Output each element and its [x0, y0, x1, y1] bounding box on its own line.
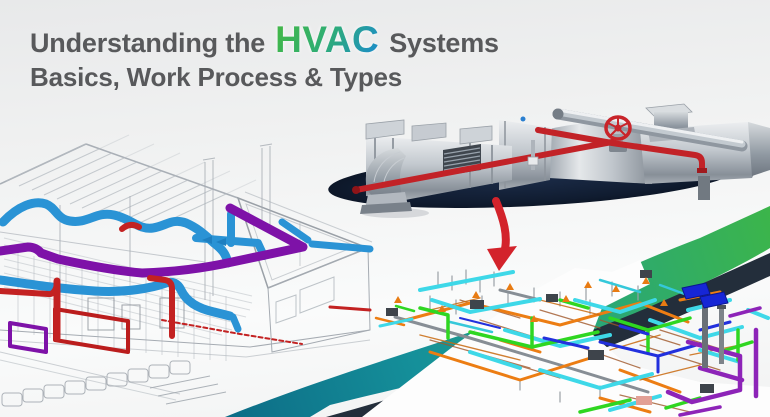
diffuser [202, 236, 212, 244]
window-frame [275, 294, 297, 324]
bim-piping-model [374, 269, 770, 417]
duct-blue-gable [278, 218, 312, 244]
duct-purple-loop [8, 321, 48, 354]
orange-cones [394, 277, 668, 322]
duct-red-riser2 [147, 275, 175, 339]
middle-duct [499, 120, 552, 190]
duct-equipment-render [328, 103, 770, 218]
red-curved-arrow [487, 197, 517, 271]
title-suffix: Systems [389, 28, 499, 58]
duct-red-dashed [161, 319, 303, 345]
title-line-2: Basics, Work Process & Types [30, 62, 403, 92]
horizontal-pipe [552, 108, 748, 152]
duct-red-feed [0, 281, 60, 298]
title-prefix: Understanding the [30, 28, 266, 58]
arrow-shaft [492, 197, 510, 257]
title-hvac-highlight: HVAC [275, 19, 380, 60]
duct-red-elbow [119, 221, 142, 232]
duct-purple-main [0, 203, 308, 278]
house-wireframe [0, 134, 374, 407]
duct-red-thin [328, 305, 372, 312]
duct-blue-right [308, 240, 374, 253]
diffuser [216, 238, 226, 246]
arrow-head [487, 246, 517, 271]
title-line-1: Understanding the HVAC Systems [30, 19, 499, 61]
window-frame [299, 276, 335, 314]
banner-title: Understanding the HVAC Systems Basics, W… [30, 19, 499, 92]
red-pipes [353, 127, 705, 193]
duct-blue-stub [229, 313, 242, 333]
